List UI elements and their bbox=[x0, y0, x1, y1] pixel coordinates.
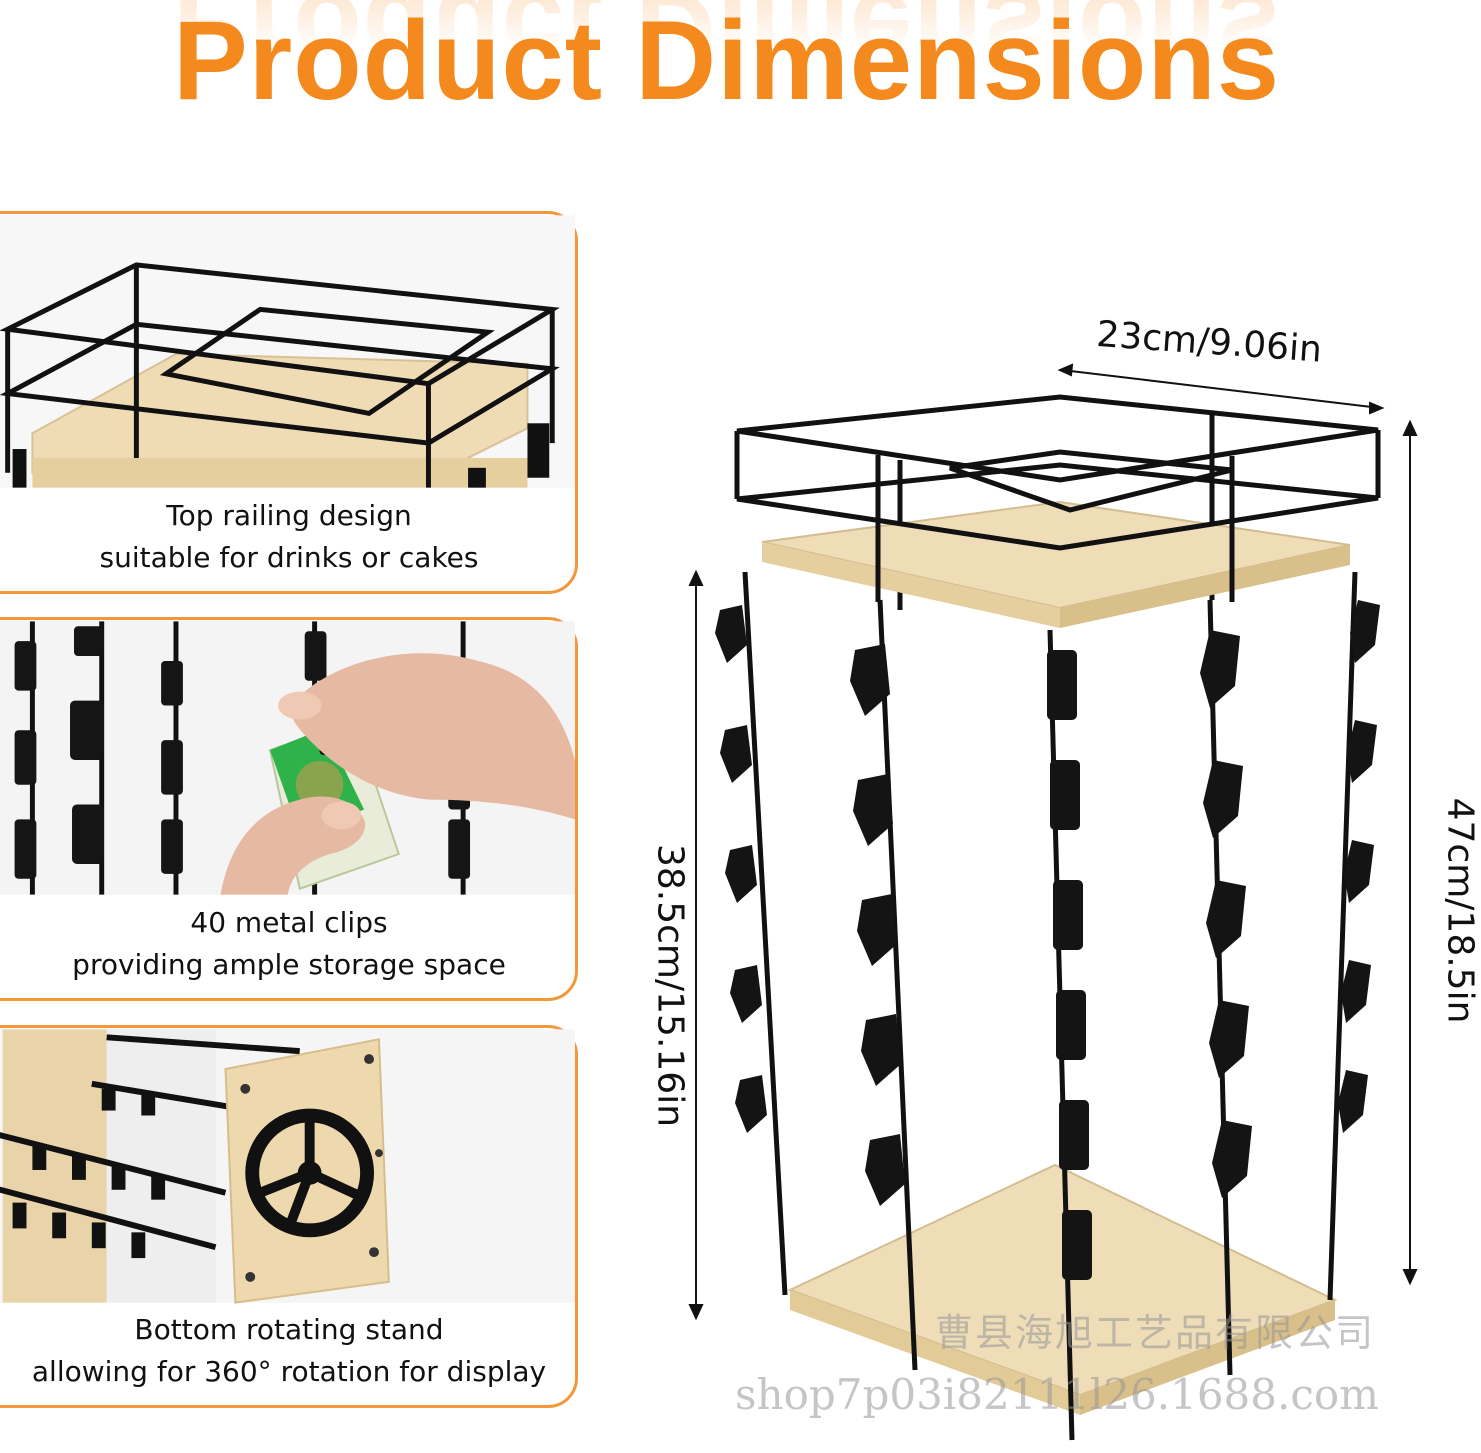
page-title-reflection: Product Dimensions bbox=[172, 0, 1281, 94]
feature-2-line-2: providing ample storage space bbox=[72, 948, 506, 981]
width-dimension-arrow bbox=[1057, 363, 1385, 415]
rotating-stand-photo bbox=[0, 1029, 575, 1304]
feature-1-line-2: suitable for drinks or cakes bbox=[99, 541, 479, 574]
top-railing bbox=[734, 394, 1381, 602]
page-title: Product Dimensions bbox=[172, 0, 1281, 123]
feature-3-line-2: allowing for 360° rotation for display bbox=[31, 1355, 547, 1388]
watermark-company: 曹县海旭工艺品有限公司 bbox=[935, 1311, 1376, 1355]
feature-card-top-railing: Top railing design suitable for drinks o… bbox=[0, 211, 578, 594]
product-illustration bbox=[688, 363, 1418, 1441]
title-area: Product Dimensions Product Dimensions bbox=[0, 0, 1453, 175]
inner-height-label: 38.5cm/15.16in bbox=[649, 843, 691, 1128]
feature-card-rotating-stand: Bottom rotating stand allowing for 360° … bbox=[0, 1025, 578, 1408]
clips bbox=[715, 600, 1380, 1280]
inner-height-arrow bbox=[688, 569, 704, 1321]
metal-clips-photo bbox=[0, 621, 575, 895]
feature-3-line-1: Bottom rotating stand bbox=[134, 1313, 444, 1346]
bottom-board bbox=[787, 1163, 1338, 1397]
top-railing-photo bbox=[0, 215, 575, 488]
total-height-label: 47cm/18.5in bbox=[1439, 797, 1481, 1024]
feature-1-line-1: Top railing design bbox=[166, 499, 412, 532]
feature-card-metal-clips: 40 metal clips providing ample storage s… bbox=[0, 617, 578, 1001]
total-height-arrow bbox=[1402, 419, 1418, 1286]
watermark-shop-url: shop7p03i82111l26.1688.com bbox=[735, 1370, 1379, 1419]
feature-2-line-1: 40 metal clips bbox=[190, 906, 388, 939]
